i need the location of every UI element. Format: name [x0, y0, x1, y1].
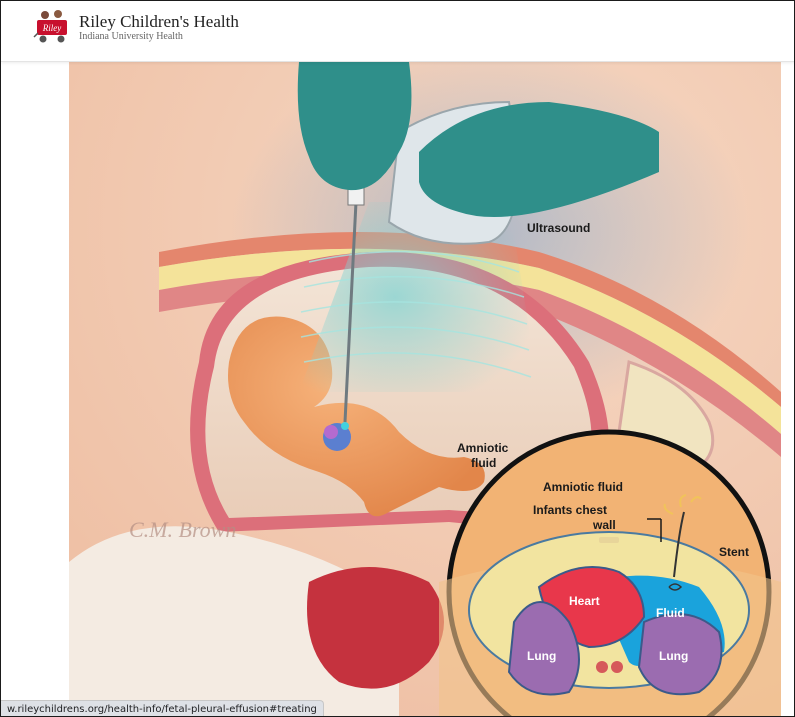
inset-label-chest-wall: Infants chest: [533, 503, 607, 517]
inset-sternum: [599, 537, 619, 543]
inset-vessel-left: [596, 661, 608, 673]
brand-name: Riley Children's Health: [79, 13, 239, 30]
riley-wagon-logo-icon: Riley: [33, 7, 73, 47]
site-header: Riley Riley Children's Health Indiana Un…: [1, 1, 795, 62]
brand-subtitle: Indiana University Health: [79, 32, 239, 42]
fetal-lung: [324, 425, 338, 439]
inset-label-fluid: Fluid: [656, 606, 685, 620]
artist-signature: C.M. Brown: [129, 517, 236, 542]
logo-badge-text: Riley: [42, 23, 62, 33]
inset-label-amniotic-fluid: Amniotic fluid: [543, 480, 623, 494]
inset-label-stent: Stent: [719, 545, 749, 559]
label-amniotic: Amniotic: [457, 441, 509, 455]
site-logo[interactable]: Riley Riley Children's Health Indiana Un…: [33, 7, 239, 47]
inset-label-chest-wall-2: wall: [592, 518, 616, 532]
fetal-heart: [341, 422, 349, 430]
label-ultrasound: Ultrasound: [527, 221, 590, 235]
inset-label-lung-right: Lung: [659, 649, 688, 663]
inset-label-heart: Heart: [569, 594, 600, 608]
inset-vessel-right: [611, 661, 623, 673]
label-amniotic-fluid: fluid: [471, 456, 496, 470]
status-bar-url: w.rileychildrens.org/health-info/fetal-p…: [1, 700, 324, 717]
inset-label-lung-left: Lung: [527, 649, 556, 663]
fetal-thoracentesis-illustration: Ultrasound Amniotic fluid C.M. Brown: [69, 62, 781, 717]
